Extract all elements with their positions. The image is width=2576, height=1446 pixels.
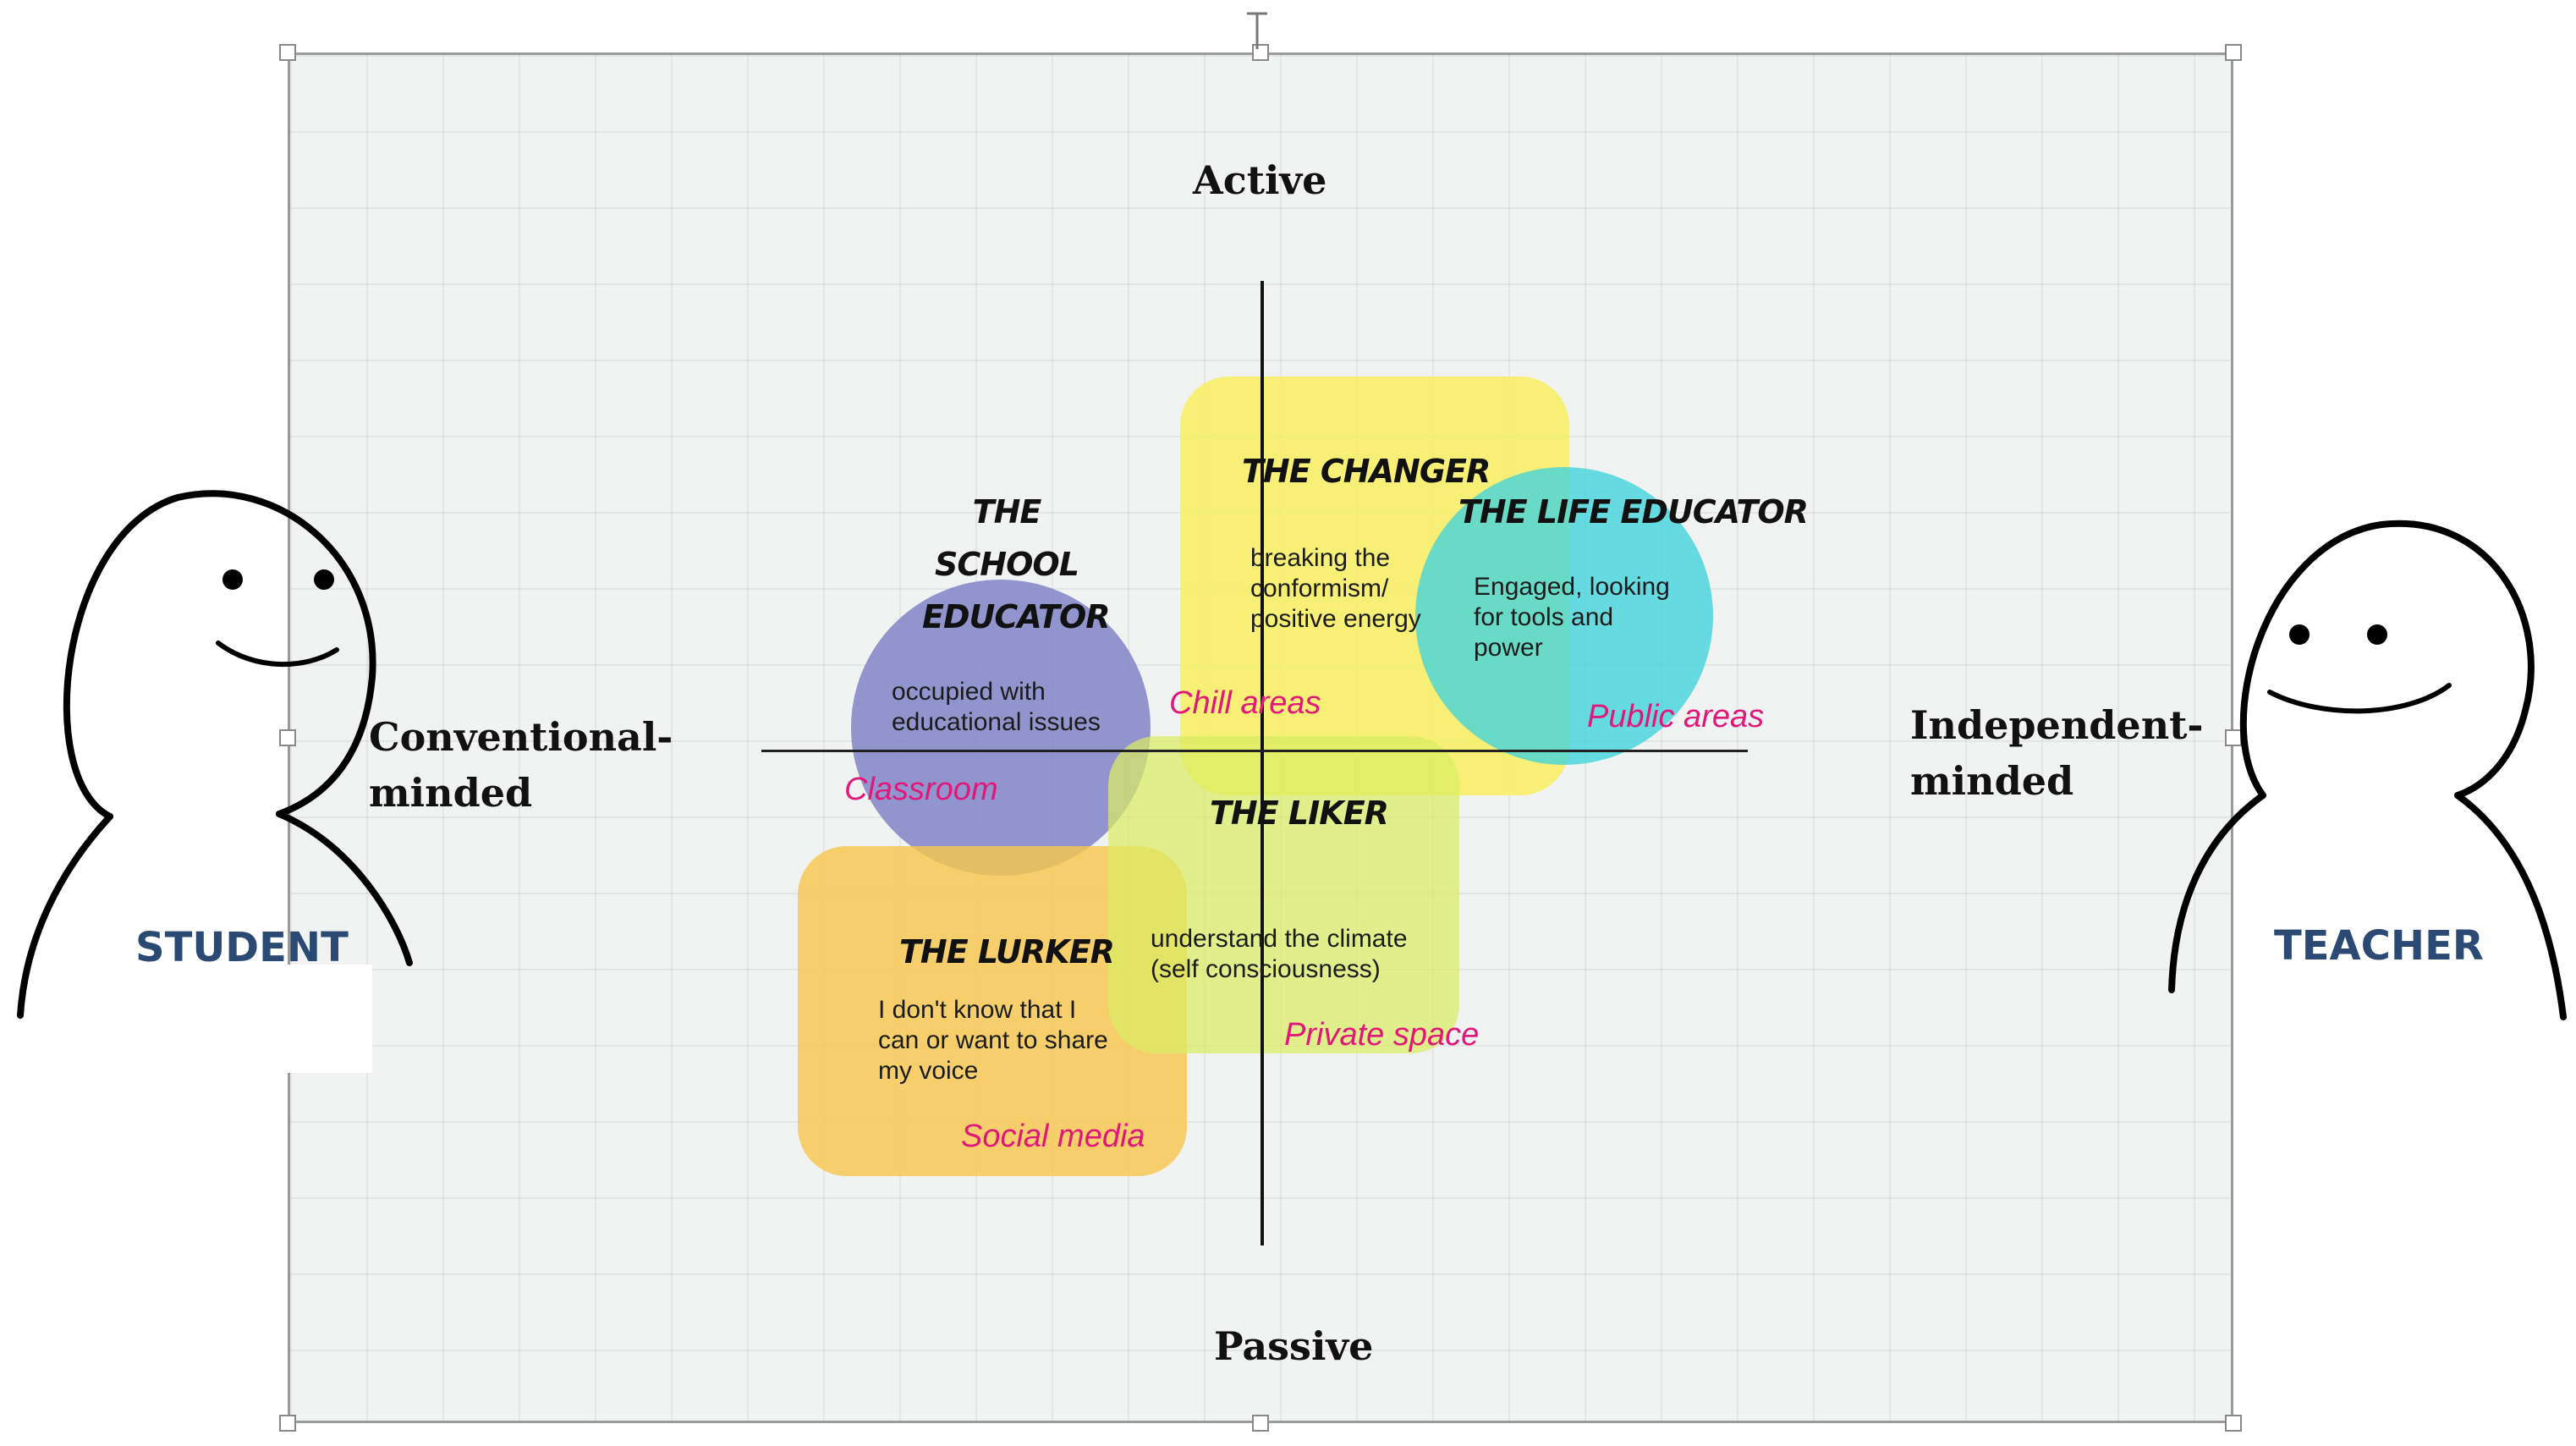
life-educator-description: Engaged, looking for tools and power — [1474, 572, 1670, 663]
life-educator-description-line: power — [1474, 634, 1543, 662]
changer-description-line: conformism/ — [1250, 575, 1389, 602]
lurker-description: I don't know that I can or want to share… — [878, 995, 1108, 1086]
lurker-description-line: my voice — [878, 1057, 979, 1085]
lurker-title: THE LURKER — [899, 933, 1115, 970]
life-educator-title: THE LIFE EDUCATOR — [1458, 493, 1809, 531]
axis-label-independent-line1: Independent- — [1910, 702, 2204, 748]
school-educator-title-line1: THE SCHOOL — [935, 493, 1079, 583]
resize-handle-bottom-left[interactable] — [279, 1415, 296, 1432]
resize-handle-top-left[interactable] — [279, 44, 296, 61]
school-educator-title: THE SCHOOL EDUCATOR — [922, 486, 1111, 643]
axis-label-conventional: Conventional- minded — [369, 709, 673, 821]
changer-description: breaking the conformism/ positive energy — [1250, 543, 1421, 635]
changer-title: THE CHANGER — [1242, 453, 1491, 490]
rotate-handle-icon[interactable] — [1240, 8, 1274, 52]
liker-description: understand the climate (self consciousne… — [1151, 924, 1408, 985]
place-private-space: Private space — [1284, 1017, 1480, 1053]
school-educator-title-line2: EDUCATOR — [922, 598, 1111, 635]
student-figure-icon — [17, 490, 413, 1019]
horizontal-axis — [761, 750, 1748, 752]
liker-description-line: understand the climate — [1151, 925, 1408, 953]
teacher-label: TEACHER — [2274, 922, 2484, 970]
life-educator-description-line: for tools and — [1474, 603, 1614, 631]
student-white-panel — [288, 965, 372, 1073]
axis-label-independent-line2: minded — [1910, 758, 2074, 804]
axis-label-passive: Passive — [1214, 1323, 1374, 1369]
axis-label-independent: Independent- minded — [1910, 697, 2203, 809]
life-educator-zone — [1415, 467, 1713, 765]
vertical-axis — [1261, 281, 1264, 1245]
liker-description-line: (self consciousness) — [1151, 955, 1381, 983]
school-educator-description-line: educational issues — [892, 708, 1101, 736]
place-public-areas: Public areas — [1587, 699, 1765, 734]
student-label: STUDENT — [135, 924, 349, 971]
resize-handle-middle-left[interactable] — [279, 729, 296, 746]
school-educator-description-line: occupied with — [892, 678, 1046, 706]
school-educator-description: occupied with educational issues — [892, 677, 1101, 738]
lurker-description-line: can or want to share — [878, 1026, 1108, 1054]
lurker-description-line: I don't know that I — [878, 996, 1077, 1024]
axis-label-conventional-line2: minded — [369, 770, 533, 816]
place-chill-areas: Chill areas — [1169, 685, 1321, 721]
liker-zone — [1108, 736, 1459, 1053]
changer-description-line: positive energy — [1250, 605, 1421, 633]
teacher-figure-icon — [2168, 520, 2567, 1020]
place-classroom: Classroom — [844, 772, 998, 807]
axis-label-conventional-line1: Conventional- — [369, 714, 673, 760]
life-educator-description-line: Engaged, looking — [1474, 573, 1670, 601]
place-social-media: Social media — [961, 1119, 1145, 1154]
resize-handle-bottom-right[interactable] — [2225, 1415, 2242, 1432]
resize-handle-bottom-center[interactable] — [1252, 1415, 1269, 1432]
changer-description-line: breaking the — [1250, 544, 1391, 572]
school-educator-zone — [851, 580, 1151, 876]
liker-title: THE LIKER — [1210, 794, 1389, 832]
resize-handle-top-right[interactable] — [2225, 44, 2242, 61]
axis-label-active: Active — [1193, 157, 1327, 203]
